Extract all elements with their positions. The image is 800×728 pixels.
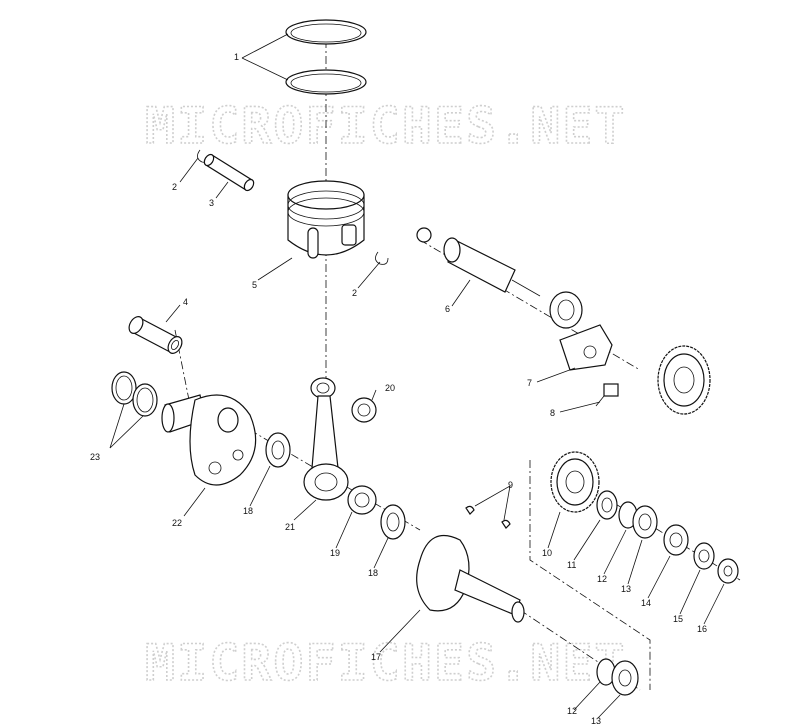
hex-nut xyxy=(717,558,739,584)
callout-11: 11 xyxy=(567,560,576,570)
crankshaft-left-half xyxy=(161,394,257,486)
callout-1: 1 xyxy=(234,52,239,62)
callout-6: 6 xyxy=(445,304,450,314)
callout-3: 3 xyxy=(209,198,214,208)
connecting-rod xyxy=(303,377,349,501)
retainer-plate xyxy=(559,324,613,371)
callout-16: 16 xyxy=(697,624,707,634)
callout-19: 19 xyxy=(330,548,340,558)
leader-lines xyxy=(109,33,725,719)
callout-23: 23 xyxy=(90,452,100,462)
watermark-bottom: MICROFICHES.NET xyxy=(145,634,627,692)
balance-shaft-bearing xyxy=(549,291,583,329)
callout-2-right: 2 xyxy=(352,288,357,298)
thrust-washer-left xyxy=(265,432,291,468)
callout-18-right: 18 xyxy=(368,568,378,578)
callout-10: 10 xyxy=(542,548,552,558)
callout-12-upper: 12 xyxy=(597,574,607,584)
balance-shaft xyxy=(416,227,541,297)
callout-4: 4 xyxy=(183,297,188,307)
callout-8: 8 xyxy=(550,408,555,418)
small-end-bearing xyxy=(351,397,377,423)
bolt xyxy=(595,383,619,407)
castle-nut xyxy=(663,524,689,556)
crank-pin xyxy=(128,316,183,354)
callout-22: 22 xyxy=(172,518,182,528)
drive-gear xyxy=(550,451,600,513)
callout-12-lower: 12 xyxy=(567,706,577,716)
callout-15: 15 xyxy=(673,614,683,624)
gear-washer xyxy=(596,490,618,520)
callout-13-lower: 13 xyxy=(591,716,601,726)
big-end-bearing xyxy=(347,485,377,515)
collar-upper xyxy=(632,505,658,539)
callout-14: 14 xyxy=(641,598,651,608)
piston-pin xyxy=(203,153,255,192)
crankshaft-right-half xyxy=(416,535,525,623)
callout-13-upper: 13 xyxy=(621,584,631,594)
lock-washer xyxy=(693,542,715,570)
callout-5: 5 xyxy=(252,280,257,290)
thrust-washer-right xyxy=(380,504,406,540)
callout-9: 9 xyxy=(508,480,513,490)
watermark-top: MICROFICHES.NET xyxy=(145,97,627,155)
callout-labels: 1 2 3 5 2 4 23 22 18 21 19 20 18 17 6 7 … xyxy=(90,52,707,726)
balance-gear xyxy=(657,345,711,415)
callout-20: 20 xyxy=(385,383,395,393)
callout-7: 7 xyxy=(527,378,532,388)
woodruff-keys xyxy=(465,505,511,529)
crankshaft-seals xyxy=(111,371,158,417)
callout-17: 17 xyxy=(371,652,381,662)
piston-rings xyxy=(285,19,367,95)
callout-18-left: 18 xyxy=(243,506,253,516)
collar-lower xyxy=(611,660,639,696)
piston xyxy=(287,180,365,259)
callout-21: 21 xyxy=(285,522,295,532)
callout-2-left: 2 xyxy=(172,182,177,192)
